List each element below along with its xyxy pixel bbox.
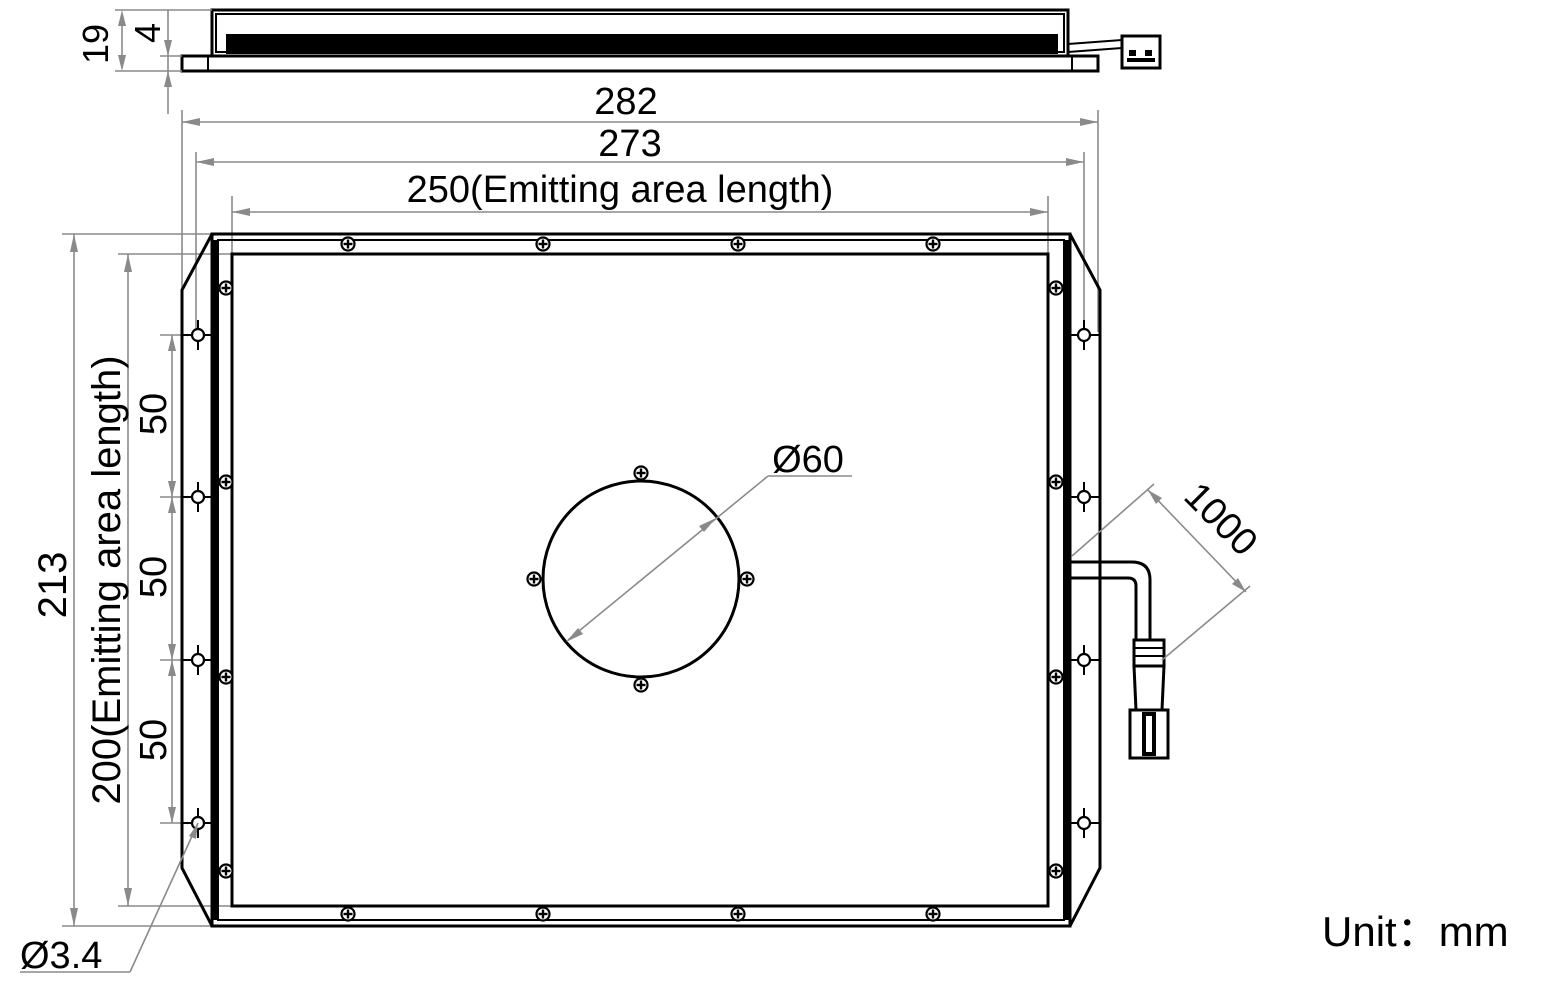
frame-screws: [218, 236, 1064, 922]
mounting-holes: [181, 318, 1101, 840]
side-height-dimensions: [115, 9, 212, 114]
dim-19-label: 19: [75, 24, 116, 64]
emitting-area: [230, 252, 1050, 908]
dim-282-label: 282: [594, 81, 657, 123]
center-window: [526, 465, 852, 693]
dim-250-label: 250(Emitting area length): [407, 169, 834, 211]
cable-assembly: [1070, 483, 1251, 760]
front-view-panel: [180, 232, 1102, 928]
dim-273-label: 273: [598, 123, 661, 165]
dim-window-diameter-label: Ø60: [772, 439, 844, 481]
dim-pitch-3-label: 50: [133, 719, 175, 761]
mount-hole-leader: [20, 822, 199, 973]
side-view: [180, 8, 1162, 73]
dim-200-label: 200(Emitting area length): [85, 355, 129, 804]
dim-213-label: 213: [31, 552, 75, 619]
dim-mount-hole-label: Ø3.4: [20, 935, 102, 977]
dim-4-label: 4: [127, 23, 168, 43]
dim-pitch-2-label: 50: [133, 556, 175, 598]
side-connector-icon: [1120, 34, 1162, 70]
unit-label: Unit：mm: [1322, 908, 1509, 955]
connector-icon: [1128, 638, 1170, 760]
dim-cable-length-label: 1000: [1176, 475, 1265, 564]
dim-pitch-1-label: 50: [133, 393, 175, 435]
